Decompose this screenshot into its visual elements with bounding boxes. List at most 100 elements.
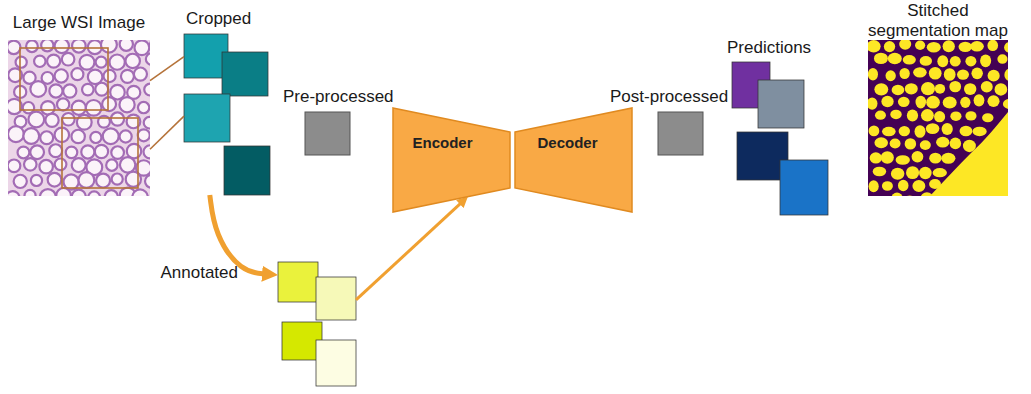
blob xyxy=(958,42,972,52)
gland xyxy=(49,84,62,97)
wsi-tissue xyxy=(8,40,150,196)
blob xyxy=(913,67,927,77)
gland xyxy=(110,55,125,70)
tile xyxy=(780,160,828,215)
blob xyxy=(885,70,895,81)
blob xyxy=(868,68,878,80)
gland xyxy=(72,190,86,196)
blob xyxy=(906,166,919,179)
trapezoid xyxy=(393,108,510,212)
blob xyxy=(912,151,924,162)
blob xyxy=(1004,42,1008,52)
gland xyxy=(62,53,75,66)
blob xyxy=(884,41,895,52)
tile xyxy=(758,80,804,128)
image-node: Stitched segmentation map xyxy=(868,40,1008,196)
blob xyxy=(960,126,973,137)
connector xyxy=(150,57,184,81)
blob xyxy=(960,97,970,108)
blob xyxy=(890,110,901,120)
gland xyxy=(57,98,69,110)
gland xyxy=(40,131,53,144)
blob xyxy=(914,125,925,138)
gland xyxy=(80,55,95,70)
gland xyxy=(111,146,124,159)
gland xyxy=(31,175,42,186)
node-label: Predictions xyxy=(727,38,811,58)
gland xyxy=(41,40,53,51)
segmentation-map xyxy=(868,40,1008,196)
blob xyxy=(980,54,991,67)
gland xyxy=(134,40,149,55)
blob xyxy=(868,40,881,52)
node-label: Stitched segmentation map xyxy=(863,1,1013,40)
gland xyxy=(28,112,44,128)
gland xyxy=(8,159,20,172)
image-node: Cropped xyxy=(184,34,270,195)
blob xyxy=(936,137,949,148)
blob xyxy=(982,113,993,122)
gland xyxy=(14,175,27,188)
gray-square xyxy=(658,112,703,155)
gland xyxy=(125,54,139,68)
gland xyxy=(55,158,67,170)
network-block: Decoder xyxy=(515,108,632,212)
blob xyxy=(929,153,941,164)
blob xyxy=(881,151,894,164)
gland xyxy=(120,40,133,51)
gland xyxy=(8,126,24,142)
gland xyxy=(112,173,123,184)
prediction-tiles xyxy=(732,62,828,215)
network-block: Encoder xyxy=(393,108,510,212)
annotated-tiles xyxy=(278,262,356,386)
image-node: Pre-processed xyxy=(305,112,350,155)
blob xyxy=(919,167,932,180)
blob xyxy=(943,40,955,52)
gland xyxy=(106,159,117,170)
blob xyxy=(935,84,945,94)
gland xyxy=(24,158,37,171)
blob xyxy=(937,55,948,67)
blob xyxy=(899,68,909,79)
gland xyxy=(150,40,151,53)
connector xyxy=(210,195,267,274)
blob-region xyxy=(930,112,1008,196)
blob xyxy=(995,83,1008,95)
gland xyxy=(26,40,38,52)
gland xyxy=(111,112,124,125)
gland xyxy=(39,160,52,173)
node-label: Cropped xyxy=(186,9,251,29)
tile xyxy=(184,34,228,78)
blob xyxy=(926,96,940,109)
blob xyxy=(974,94,985,106)
gland xyxy=(45,114,58,127)
gland xyxy=(120,157,135,172)
trapezoid-outline xyxy=(515,108,632,212)
blob xyxy=(874,53,888,64)
gland xyxy=(81,145,94,158)
blob xyxy=(997,54,1007,64)
blob xyxy=(898,180,909,191)
gland xyxy=(90,132,101,143)
blob xyxy=(890,138,901,148)
blob xyxy=(869,126,880,137)
gland xyxy=(47,55,60,68)
blob xyxy=(965,56,976,66)
blob xyxy=(1003,99,1008,109)
gland xyxy=(105,190,118,196)
crop-frame xyxy=(20,48,108,110)
blob xyxy=(933,168,947,177)
blob xyxy=(899,126,910,136)
blob xyxy=(942,123,953,135)
node-label: Annotated xyxy=(160,263,238,283)
block-label: Encoder xyxy=(393,134,492,151)
blob xyxy=(903,55,916,65)
gland xyxy=(101,40,117,53)
blob xyxy=(921,109,934,121)
gland xyxy=(132,189,148,196)
image-node: Annotated xyxy=(278,262,356,386)
blob xyxy=(898,97,910,107)
blob xyxy=(987,40,998,51)
